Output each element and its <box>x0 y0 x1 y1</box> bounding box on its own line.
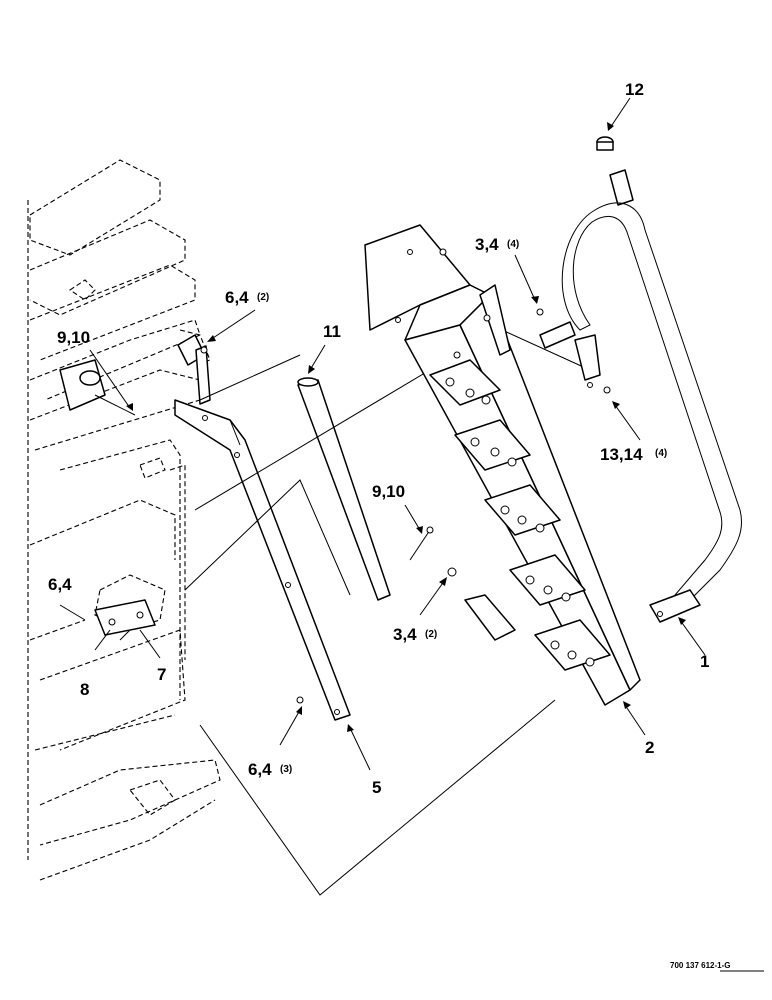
callout-3-4-bottom-qty: (2) <box>425 629 437 640</box>
callout-3-4-top: 3,4 <box>475 235 499 254</box>
left-mount-bracket <box>59 359 136 416</box>
callout-3-4-bottom: 3,4 <box>393 625 417 644</box>
callout-13-14: 13,14 <box>600 445 643 464</box>
bolt-13-14 <box>603 386 611 394</box>
part-2-step-assembly <box>364 224 641 706</box>
bolt-3-4-top <box>439 248 544 316</box>
callout-5: 5 <box>372 778 381 797</box>
callout-9-10-left: 9,10 <box>57 328 90 347</box>
callout-6-4-bottom: 6,4 <box>248 760 272 779</box>
callout-2: 2 <box>645 738 654 757</box>
callout-6-4-bottom-qty: (3) <box>280 764 292 775</box>
bolt-3-4-bottom <box>447 567 457 577</box>
callout-1: 1 <box>700 652 709 671</box>
part-1-handrail <box>539 169 743 623</box>
callout-13-14-qty: (4) <box>655 448 667 459</box>
callout-8: 8 <box>80 680 89 699</box>
part-7-bracket <box>94 599 156 636</box>
part-12-cap <box>596 136 614 151</box>
part-5-support-bar <box>174 334 351 721</box>
callout-labels: 12 3,4 (4) 6,4 (2) 11 9,10 13,14 (4) 9,1… <box>48 80 709 797</box>
callout-7: 7 <box>157 665 166 684</box>
leader-arrowheads <box>126 122 686 732</box>
assembly-guide-lines <box>184 319 591 896</box>
callout-12: 12 <box>625 80 644 99</box>
drawing-reference-number: 700 137 612-1-G <box>670 961 731 970</box>
callout-11: 11 <box>323 322 341 341</box>
callout-6-4-top: 6,4 <box>225 288 249 307</box>
callout-9-10-mid: 9,10 <box>372 482 405 501</box>
callout-6-4-top-qty: (2) <box>257 292 269 303</box>
leader-lines <box>59 97 706 771</box>
callout-3-4-top-qty: (4) <box>507 239 519 250</box>
pin-9-10 <box>409 526 434 561</box>
machine-frame-phantom <box>27 159 221 881</box>
callout-6-4-left: 6,4 <box>48 575 72 594</box>
